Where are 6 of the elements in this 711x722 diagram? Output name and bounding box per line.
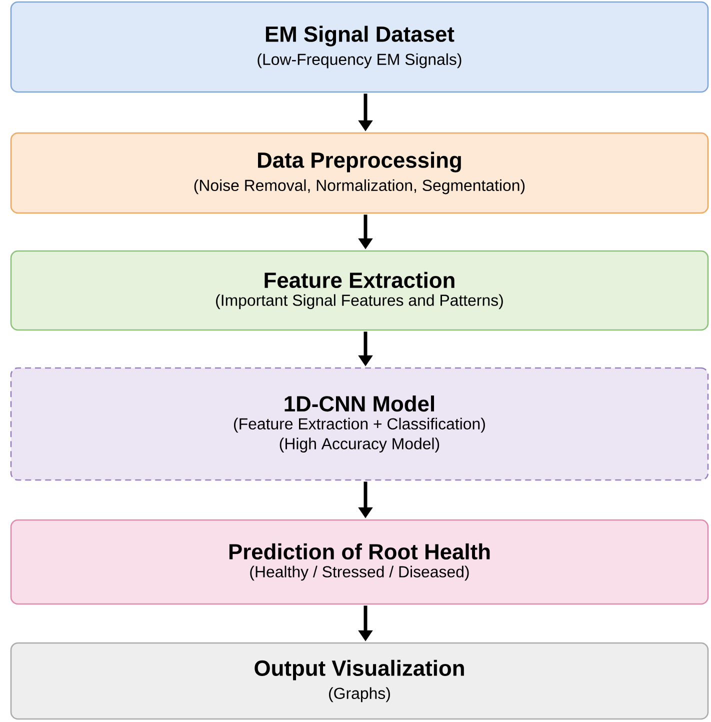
process-box: 1D-CNN Model (Feature Extraction + Classification) (High Accuracy Model) bbox=[10, 367, 709, 481]
process-box: Prediction of Root Health (Healthy / Stressed / Diseased) bbox=[10, 519, 709, 605]
process-box: EM Signal Dataset (Low-Frequency EM Signals) bbox=[10, 1, 709, 93]
process-box: Feature Extraction (Important Signal Features and Patterns) bbox=[10, 250, 709, 331]
process-box: Output Visualization (Graphs) bbox=[10, 642, 709, 720]
process-box: Data Preprocessing (Noise Removal, Normalization, Segmentation) bbox=[10, 132, 709, 214]
